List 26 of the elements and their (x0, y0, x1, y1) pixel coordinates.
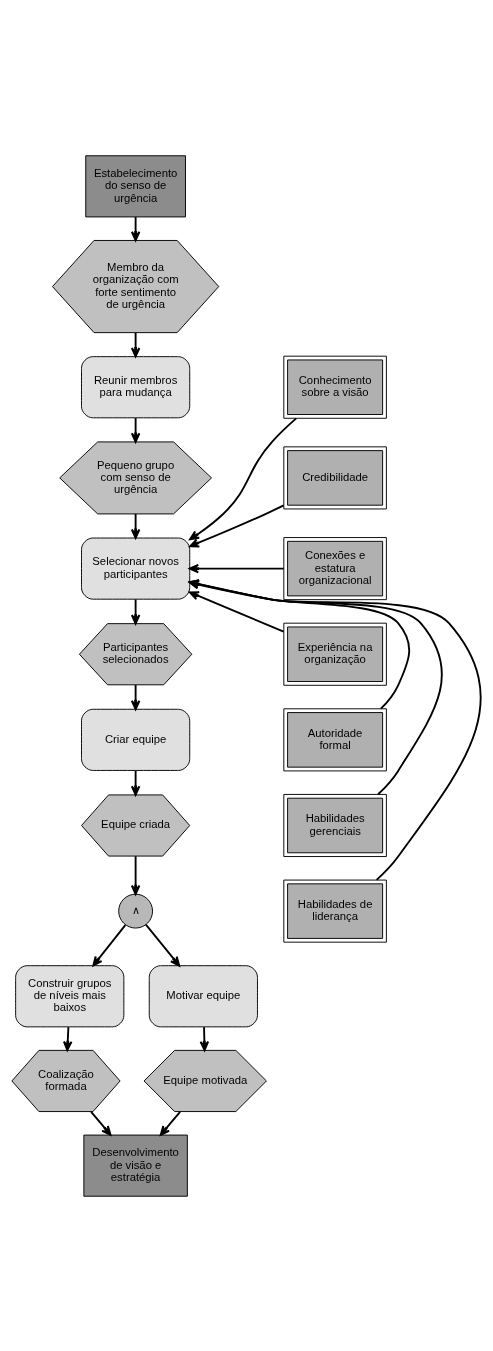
arrow (188, 563, 285, 573)
node-box: Reunir membros para mudança (81, 355, 191, 418)
arrow (62, 1025, 73, 1051)
arrow (130, 683, 141, 710)
node-box: Construir grupos de níveis mais baixos (15, 964, 125, 1027)
arrow (130, 215, 141, 241)
arrow (90, 1110, 112, 1136)
node-box: Criar equipe (81, 708, 191, 771)
arrow (130, 854, 141, 895)
arrow (189, 416, 298, 540)
arrow (188, 590, 285, 633)
arrow (130, 512, 141, 539)
arrow (130, 331, 141, 357)
arrow (130, 416, 141, 443)
node-box: Motivar equipe (148, 964, 258, 1027)
arrow (92, 923, 127, 966)
arrow (144, 923, 181, 967)
node-box: Selecionar novos participantes (81, 537, 191, 600)
arrow (159, 1110, 182, 1136)
arrow (130, 769, 141, 796)
node-box: Estabelecimento do senso de urgência (85, 154, 186, 217)
node-circle: ∧ (118, 893, 153, 929)
arrow (130, 597, 141, 625)
node-box: Desenvolvimento de visão e estratégia (83, 1134, 188, 1197)
arrow (189, 503, 285, 548)
arrow (199, 1025, 210, 1051)
